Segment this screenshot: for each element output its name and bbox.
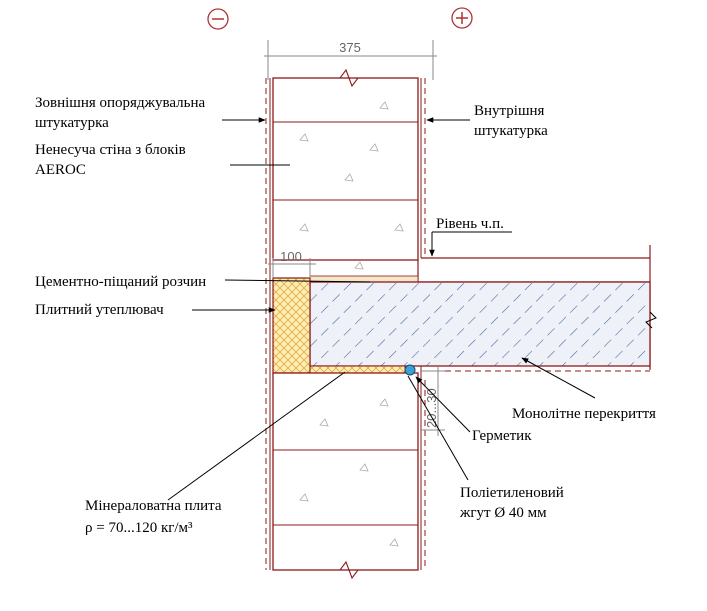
label-external-plaster-line1: Зовнішня опоряджувальна [35,95,205,111]
label-pe-cord-line1: Поліетиленовий [460,485,564,501]
monolithic-slab [309,281,651,367]
label-external-plaster-line2: штукатурка [35,115,109,131]
label-internal-plaster-line1: Внутрішня [474,103,545,119]
label-mineral-wool-line2: ρ = 70...120 кг/м³ [85,520,193,536]
label-internal-plaster-line2: штукатурка [474,123,548,139]
dimension-insulation-width [268,258,316,278]
wall-upper [272,77,419,261]
aerated-concrete-texture [299,101,404,547]
label-wall-line1: Ненесуча стіна з блоків [35,142,186,158]
outside-minus-icon [207,8,229,30]
dimension-wall-thickness [264,40,437,80]
label-pe-cord-line2: жгут Ø 40 мм [459,505,547,521]
break-line-top [273,68,418,88]
exterior-plaster-lines [265,78,271,570]
dimension-gap [421,366,445,436]
board-insulation [272,277,311,374]
break-line-bottom [273,560,418,580]
label-mineral-wool-line1: Мінераловатна плита [85,498,222,514]
slab-underside-plaster [420,366,650,380]
pe-cord-sealant-icon [404,364,416,376]
label-board-insulation: Плитний утеплювач [35,302,164,318]
dimension-375-label: 375 [339,40,361,55]
leader-lines [167,117,596,501]
inside-plus-icon [451,7,473,29]
interior-plaster-lines [420,78,426,570]
slab-break-mark [645,311,657,329]
label-sealant: Герметик [472,428,532,444]
dimension-gap-label: 20...30 [424,388,439,428]
label-wall-line2: AEROC [35,162,86,178]
label-cement-mortar: Цементно-піщаний розчин [35,274,206,290]
floor-level-marker [429,231,512,257]
wall-lower [272,372,419,571]
dimension-100-label: 100 [280,249,302,264]
label-monolithic-slab: Монолітне перекриття [512,406,656,422]
label-floor-level: Рівень ч.п. [436,216,504,232]
